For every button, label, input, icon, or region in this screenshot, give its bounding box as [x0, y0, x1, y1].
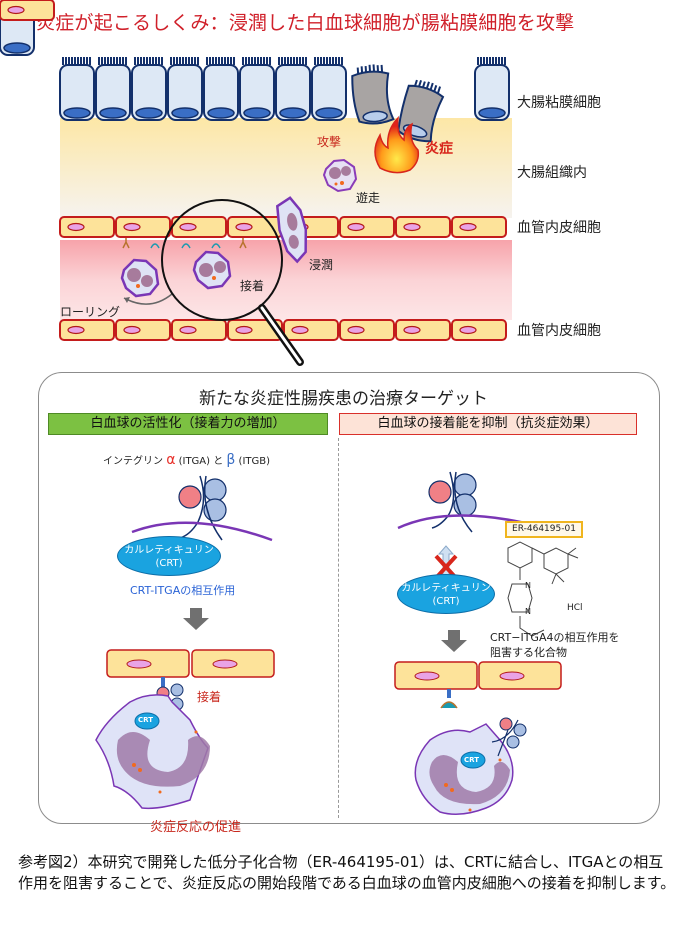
crt-oval-left: カルレティキュリン (CRT) [117, 536, 221, 576]
integrin-label: インテグリン α (ITGA) と β (ITGB) [103, 452, 270, 468]
panel-title: 新たな炎症性腸疾患の治療ターゲット [199, 389, 488, 409]
adhering-leukocyte [192, 250, 232, 290]
inflammation-mechanism-diagram [0, 0, 512, 366]
cell-membrane [131, 521, 273, 542]
interaction-label: CRT-ITGAの相互作用 [130, 584, 236, 597]
result-label: 炎症反応の促進 [150, 820, 242, 835]
damaged-mucosal-cell [351, 64, 395, 125]
mucosal-cell [239, 56, 275, 121]
compound-description: CRT−ITGA4の相互作用を 阻害する化合物 [490, 630, 619, 660]
alpha-suffix: (ITGA) と [175, 456, 224, 467]
figure-title: 炎症が起こるしくみ：浸潤した白血球細胞が腸粘膜細胞を攻撃 [36, 12, 575, 34]
compound-desc-line2: 阻害する化合物 [490, 646, 567, 659]
crt-small-label-right: CRT [464, 756, 479, 764]
alpha-symbol: α [166, 452, 176, 468]
infiltrating-leukocyte [275, 196, 308, 264]
crt-abbr: (CRT) [432, 596, 460, 607]
crt-small-oval [134, 712, 160, 730]
hcl-label: HCl [567, 603, 583, 613]
label-adhesion: 接着 [240, 279, 265, 293]
label-mucosal-cells: 大腸粘膜細胞 [517, 95, 601, 111]
down-arrow-icon [183, 608, 209, 630]
left-header-activation: 白血球の活性化（接着力の増加） [48, 413, 328, 435]
left-mechanism-illustration [95, 475, 275, 810]
integrin-alpha [178, 485, 202, 509]
compound-desc-line1: CRT−ITGA4の相互作用を [490, 631, 620, 644]
right-mechanism-illustration [394, 471, 579, 815]
magnifier-lens-icon [161, 199, 283, 321]
adhesion-receptors [122, 238, 247, 249]
crt-abbr: (CRT) [155, 558, 183, 569]
crt-oval-right: カルレティキュリン (CRT) [397, 574, 495, 614]
label-migration: 遊走 [356, 191, 381, 205]
integrin-beta [203, 478, 227, 502]
right-header-inhibition: 白血球の接着能を抑制（抗炎症効果） [339, 413, 637, 435]
crt-name: カルレティキュリン [124, 545, 214, 556]
label-attack: 攻撃 [317, 135, 342, 149]
beta-suffix: (ITGB) [235, 456, 271, 467]
label-endothelial-top: 血管内皮細胞 [517, 220, 601, 236]
compound-name-box: ER-464195-01 [505, 521, 583, 538]
label-inflammation: 炎症 [425, 141, 453, 157]
mucosal-cell [131, 56, 167, 121]
n-atom-2: N [525, 607, 531, 616]
beta-symbol: β [226, 452, 236, 468]
label-rolling: ローリング [60, 305, 121, 319]
figure-caption: 参考図2）本研究で開発した低分子化合物（ER-464195-01）は、CRTに結… [18, 853, 676, 892]
mucosal-cell [311, 56, 347, 121]
mucosal-cell [95, 56, 131, 121]
migrating-leukocyte [322, 158, 358, 193]
crt-name: カルレティキュリン [401, 583, 491, 594]
crt-small-label-left: CRT [138, 716, 153, 724]
mucosal-cell [59, 56, 95, 121]
mucosal-cell [203, 56, 239, 121]
mucosal-cell [275, 56, 311, 121]
mucosal-cell [167, 56, 203, 121]
rolling-leukocyte [120, 258, 160, 298]
compound-structure [507, 541, 579, 637]
n-atom-1: N [525, 581, 531, 590]
inflammation-fire-icon [374, 115, 420, 174]
panel-divider [338, 438, 339, 818]
label-infiltration: 浸潤 [309, 258, 334, 272]
label-colon-tissue: 大腸組織内 [517, 165, 587, 181]
integrin-prefix: インテグリン [103, 456, 163, 467]
adhesion-label: 接着 [197, 690, 222, 704]
therapeutic-target-panel [38, 372, 660, 824]
mucosal-cell [474, 56, 510, 121]
label-endothelial-bottom: 血管内皮細胞 [517, 323, 601, 339]
endothelial-row-top [0, 0, 507, 238]
